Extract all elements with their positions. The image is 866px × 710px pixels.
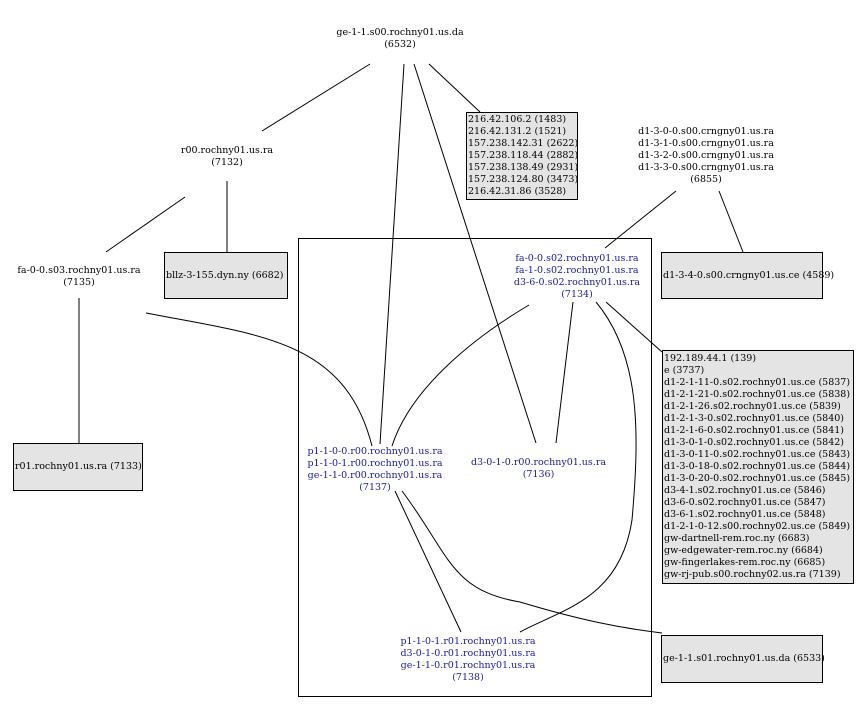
- box-label: d1-3-4-0.s00.crngny01.us.ce (4589): [663, 269, 835, 281]
- node-id: (7135): [63, 277, 95, 288]
- node-label: fa-0-0.s03.rochny01.us.ra: [17, 265, 141, 276]
- ce-entry: d3-4-1.s02.rochny01.us.ce (5846): [664, 485, 826, 496]
- edge-r00-fa-s03: [105, 196, 186, 253]
- box-ip-list[interactable]: 216.42.106.2 (1483) 216.42.131.2 (1521) …: [466, 112, 578, 200]
- node-label: d3-0-1-0.r01.rochny01.us.ra: [400, 648, 536, 659]
- ce-entry: e (3737): [664, 365, 705, 376]
- node-id: (6532): [384, 39, 416, 50]
- node-d3-r00[interactable]: d3-0-1-0.r00.rochny01.us.ra (7136): [466, 457, 611, 481]
- ce-entry: gw-fingerlakes-rem.roc.ny (6685): [664, 557, 826, 568]
- box-ce-list[interactable]: 192.189.44.1 (139) e (3737) d1-2-1-11-0.…: [662, 350, 854, 584]
- ip-entry: 157.238.138.49 (2931): [468, 162, 579, 173]
- ip-entry: 216.42.106.2 (1483): [468, 114, 567, 125]
- ce-entry: d1-2-1-11-0.s02.rochny01.us.ce (5837): [664, 377, 851, 388]
- node-label: ge-1-1-0.r01.rochny01.us.ra: [400, 660, 536, 671]
- ce-entry: gw-edgewater-rem.roc.ny (6684): [664, 545, 823, 556]
- ce-entry: gw-dartnell-rem.roc.ny (6683): [664, 533, 810, 544]
- edge-d1-s00-d1-ce: [718, 190, 744, 253]
- edge-ge-s00-d3-r00: [413, 63, 537, 444]
- node-label: d3-0-1-0.r00.rochny01.us.ra: [470, 457, 607, 468]
- ce-entry: 192.189.44.1 (139): [664, 353, 757, 364]
- ce-entry: d1-2-1-21-0.s02.rochny01.us.ce (5838): [664, 389, 851, 400]
- ip-entry: 216.42.131.2 (1521): [468, 126, 567, 137]
- ce-entry: d3-6-1.s02.rochny01.us.ce (5848): [664, 509, 826, 520]
- cluster-rochny01: [298, 238, 652, 697]
- node-fa-0-0-s03[interactable]: fa-0-0.s03.rochny01.us.ra (7135): [8, 265, 150, 289]
- node-p1-r01[interactable]: p1-1-0-1.r01.rochny01.us.ra d3-0-1-0.r01…: [393, 636, 543, 684]
- node-p1-r00[interactable]: p1-1-0-0.r00.rochny01.us.ra p1-1-0-1.r00…: [300, 446, 450, 494]
- node-label: p1-1-0-1.r01.rochny01.us.ra: [400, 636, 536, 647]
- edge-fa-s02-big: [605, 301, 663, 353]
- ce-entry: d1-2-1-0-12.s00.rochny02.us.ce (5849): [664, 521, 851, 532]
- node-label: ge-1-1-0.r00.rochny01.us.ra: [307, 470, 443, 481]
- ce-entry: d1-3-0-11-0.s02.rochny01.us.ce (5843): [664, 449, 851, 460]
- ce-entry: gw-rj-pub.s00.rochny02.us.ra (7139): [664, 569, 841, 580]
- node-label: d1-3-0-0.s00.crngny01.us.ra: [638, 126, 774, 137]
- node-label: d1-3-3-0.s00.crngny01.us.ra: [638, 162, 774, 173]
- node-fa-s02[interactable]: fa-0-0.s02.rochny01.us.ra fa-1-0.s02.roc…: [502, 253, 652, 301]
- ce-entry: d1-2-1-26.s02.rochny01.us.ce (5839): [664, 401, 841, 412]
- ip-entry: 157.238.124.80 (3473): [468, 174, 579, 185]
- node-label: ge-1-1.s00.rochny01.us.da: [336, 27, 464, 38]
- ce-entry: d3-6-0.s02.rochny01.us.ce (5847): [664, 497, 826, 508]
- node-id: (7134): [561, 289, 593, 300]
- node-r00[interactable]: r00.rochny01.us.ra (7132): [167, 145, 287, 169]
- node-id: (7132): [211, 157, 243, 168]
- ce-entry: d1-2-1-6-0.s02.rochny01.us.ce (5841): [664, 425, 845, 436]
- node-label: d1-3-1-0.s00.crngny01.us.ra: [638, 138, 774, 149]
- edge-fa-s02-p1-r01: [519, 301, 637, 633]
- node-id: (7138): [452, 672, 484, 683]
- node-id: (7136): [522, 469, 555, 480]
- node-ge-1-1-s00[interactable]: ge-1-1.s00.rochny01.us.da (6532): [330, 27, 470, 51]
- ip-entry: 216.42.31.86 (3528): [468, 186, 567, 197]
- edge-p1-r00-p1-r01: [394, 490, 462, 633]
- node-label: d3-6-0.s02.rochny01.us.ra: [513, 277, 641, 288]
- box-label: bllz-3-155.dyn.ny (6682): [166, 269, 284, 281]
- node-label: d1-3-2-0.s00.crngny01.us.ra: [638, 150, 774, 161]
- node-id: (7137): [359, 482, 391, 493]
- node-label: p1-1-0-0.r00.rochny01.us.ra: [307, 446, 443, 457]
- ce-entry: d1-2-1-3-0.s02.rochny01.us.ce (5840): [664, 413, 845, 424]
- node-d1-s00-crngny01[interactable]: d1-3-0-0.s00.crngny01.us.ra d1-3-1-0.s00…: [632, 126, 780, 186]
- ce-entry: d1-3-0-20-0.s02.rochny01.us.ce (5845): [664, 473, 851, 484]
- edge-ge-s00-r00: [261, 63, 371, 132]
- box-d1-3-4-0-ce[interactable]: d1-3-4-0.s00.crngny01.us.ce (4589): [661, 252, 834, 299]
- edge-ge-s00-p1-r00: [379, 63, 405, 445]
- edge-p1-r00-ge-s01: [401, 490, 663, 634]
- box-ge-1-1-s01[interactable]: ge-1-1.s01.rochny01.us.da (6533): [661, 635, 825, 683]
- node-label: p1-1-0-1.r00.rochny01.us.ra: [307, 458, 443, 469]
- edge-ge-s00-ips: [428, 63, 481, 113]
- edge-fa-s03-p1-r00: [145, 312, 373, 447]
- box-r01-ra[interactable]: r01.rochny01.us.ra (7133): [13, 443, 143, 491]
- node-label: fa-0-0.s02.rochny01.us.ra: [515, 253, 639, 264]
- node-label: r00.rochny01.us.ra: [180, 145, 274, 156]
- edge-fa-s02-d3-r00: [555, 301, 574, 444]
- ip-entry: 157.238.118.44 (2882): [468, 150, 579, 161]
- box-label: ge-1-1.s01.rochny01.us.da (6533): [663, 653, 825, 664]
- ce-entry: d1-3-0-18-0.s02.rochny01.us.ce (5844): [664, 461, 851, 472]
- node-id: (6855): [690, 174, 722, 185]
- node-label: fa-1-0.s02.rochny01.us.ra: [515, 265, 639, 276]
- box-label: r01.rochny01.us.ra (7133): [15, 461, 142, 472]
- edge-fa-s02-p1-r00: [391, 304, 530, 447]
- ce-entry: d1-3-0-1-0.s02.rochny01.us.ce (5842): [664, 437, 845, 448]
- box-bllz[interactable]: bllz-3-155.dyn.ny (6682): [164, 252, 288, 299]
- ip-entry: 157.238.142.31 (2622): [468, 138, 579, 149]
